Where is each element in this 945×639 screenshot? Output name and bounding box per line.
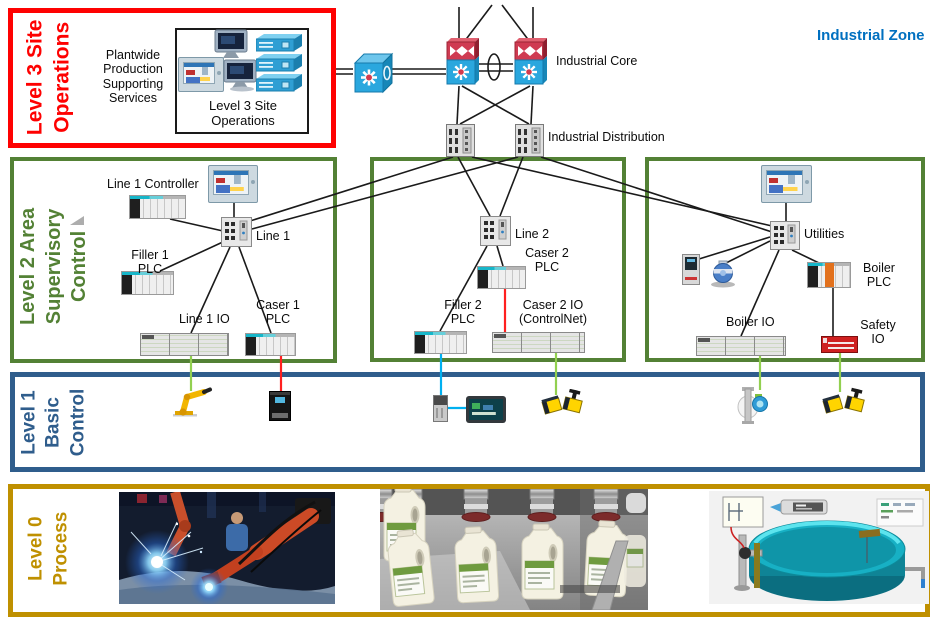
cisco-core-switch-icon — [514, 38, 547, 85]
line1-switch-label: Line 1 — [256, 229, 291, 243]
distribution-switch-icon — [446, 124, 475, 157]
gray-triangle-artifact — [70, 216, 84, 225]
safety-io-icon — [821, 336, 858, 353]
caser2-io-label: Caser 2 IO (ControlNet) — [518, 298, 588, 327]
industrial-distribution-label: Industrial Distribution — [548, 130, 665, 144]
io-rack-icon — [140, 333, 229, 356]
plc-rack-icon — [245, 333, 296, 356]
level0-title: Level 0 Process — [25, 512, 71, 586]
tank-photo — [709, 491, 929, 604]
plc-rack-icon — [414, 331, 467, 354]
line1-controller-label: Line 1 Controller — [107, 177, 199, 191]
plantwide-services-label: Plantwide Production Supporting Services — [102, 48, 164, 105]
server-icon — [256, 34, 303, 92]
stratix-switch-icon — [770, 221, 800, 250]
caser2-plc-label: Caser 2 PLC — [525, 246, 569, 275]
stratix-switch-icon — [221, 217, 252, 247]
level3-title: Level 3 Site Operations — [23, 19, 74, 135]
plc-rack-icon — [121, 271, 174, 295]
pressure-transmitter-icon — [711, 260, 735, 288]
io-rack-icon — [492, 332, 585, 353]
plc-rack-icon — [807, 262, 851, 288]
distribution-switch-icon — [515, 124, 544, 157]
plc-rack-icon — [129, 195, 186, 219]
line1-io-label: Line 1 IO — [179, 312, 230, 326]
hmi-panel-icon — [178, 57, 224, 92]
level1-title: Level 1 Basic Control — [18, 388, 89, 456]
filler2-plc-label: Filler 2 PLC — [444, 298, 482, 327]
level2-title: Level 2 Area Supervisory Control — [17, 207, 91, 325]
flow-meter-icon — [737, 387, 768, 424]
hmi-panel-icon — [208, 165, 258, 203]
cisco-cube-switch-icon — [353, 52, 394, 94]
safety-io-label: Safety IO — [860, 318, 896, 347]
workstation-icon — [214, 29, 257, 92]
etherchannel-ellipse — [487, 53, 501, 81]
level3-box-label: Level 3 Site Operations — [209, 98, 277, 128]
level2-line1-zone-box — [10, 157, 337, 363]
hmi-panel-icon — [761, 165, 812, 203]
cisco-core-switch-icon — [446, 38, 479, 85]
boiler-plc-label: Boiler PLC — [863, 261, 895, 290]
hmi-small-icon — [466, 396, 506, 423]
line2-switch-label: Line 2 — [515, 227, 550, 241]
boiler-io-label: Boiler IO — [726, 315, 775, 329]
level2-utilities-zone-box — [645, 157, 925, 362]
welding-photo — [119, 492, 335, 604]
filler1-plc-label: Filler 1 PLC — [131, 248, 169, 277]
level3-zone-box — [8, 8, 336, 148]
io-rack-icon — [696, 336, 786, 356]
caser1-plc-label: Caser 1 PLC — [256, 298, 300, 327]
utilities-switch-label: Utilities — [804, 227, 845, 241]
plc-rack-icon — [477, 266, 526, 289]
powerflex-drive-icon — [269, 391, 291, 421]
level1-zone-box — [10, 372, 925, 472]
industrial-core-label: Industrial Core — [556, 54, 638, 68]
safety-camera-icon — [541, 389, 583, 415]
flex-io-icon — [433, 395, 448, 422]
bottling-photo — [380, 489, 648, 610]
safety-camera-icon — [822, 387, 865, 414]
industrial-zone-label: Industrial Zone — [817, 27, 925, 44]
drive-icon — [682, 254, 700, 285]
stratix-switch-icon — [480, 216, 511, 246]
robot-arm-icon — [173, 387, 212, 417]
